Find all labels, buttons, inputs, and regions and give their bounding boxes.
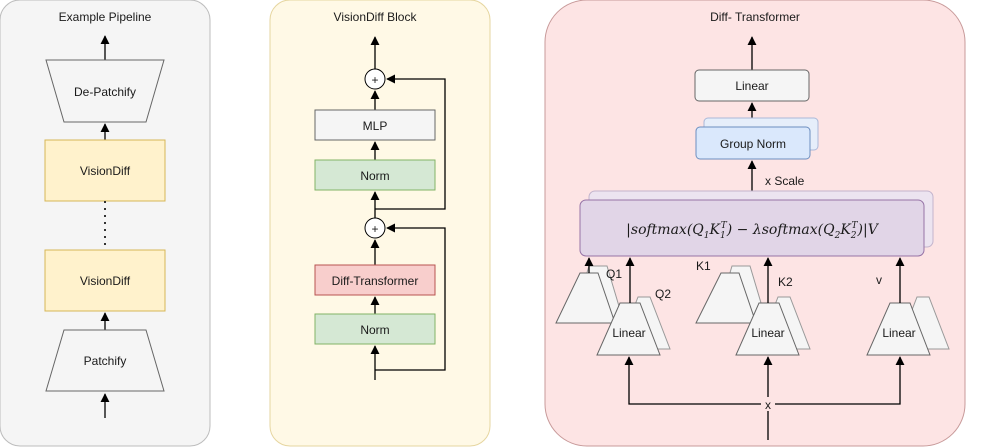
scale-label: x Scale	[765, 174, 805, 188]
linear-q-label: Linear	[612, 326, 645, 340]
k1-label: K1	[696, 259, 711, 273]
group-norm-label: Group Norm	[720, 137, 786, 151]
adder-top-symbol: +	[371, 73, 378, 87]
q1-label: Q1	[606, 267, 622, 281]
linear-k-label: Linear	[751, 326, 784, 340]
visiondiff-block-title: VisionDiff Block	[334, 10, 418, 24]
k2-label: K2	[778, 275, 793, 289]
adder-bottom-symbol: +	[371, 222, 378, 236]
q2-label: Q2	[655, 287, 671, 301]
x-to-v-arrow	[768, 356, 905, 405]
visiondiff-bottom-block: VisionDiff	[44, 249, 166, 312]
diff-attention-formula: |softmax(Q1K1T) − λsoftmax(Q2K2T)|V	[626, 221, 880, 241]
pipeline-panel: Example Pipeline De-Patchify VisionDiff …	[0, 0, 211, 447]
diff-transformer-panel: Diff- Transformer Linear Group Norm x Sc…	[544, 0, 966, 447]
residual-connection-top	[375, 74, 446, 210]
diff-transformer-label: Diff-Transformer	[332, 274, 419, 288]
mlp-block: MLP	[314, 109, 436, 141]
visiondiff-block-panel: VisionDiff Block + MLP Norm +	[269, 0, 491, 447]
visiondiff-top-block: VisionDiff	[44, 139, 166, 202]
depatchify-label: De-Patchify	[74, 85, 136, 99]
linear-v-label: Linear	[882, 326, 915, 340]
query-projection-group: Q1 Linear Q2	[555, 257, 671, 356]
input-x-routing: x	[624, 356, 905, 440]
linear-output-label: Linear	[735, 79, 768, 93]
x-label-bg	[761, 397, 775, 411]
v-label: v	[876, 273, 882, 287]
visiondiff-top-label: VisionDiff	[80, 164, 131, 178]
x-to-q-arrow	[624, 356, 768, 405]
mlp-label: MLP	[363, 119, 388, 133]
norm-top-block: Norm	[314, 159, 436, 191]
group-norm-block: Group Norm	[695, 117, 819, 160]
value-projection-group: Linear v	[866, 257, 950, 356]
linear-output-block: Linear	[694, 69, 810, 102]
patchify-block: Patchify	[45, 329, 165, 392]
pipeline-title: Example Pipeline	[59, 10, 152, 24]
adder-bottom: +	[364, 217, 386, 239]
depatchify-block: De-Patchify	[45, 59, 165, 123]
diff-transformer-block: Diff-Transformer	[314, 264, 436, 296]
norm-bottom-block: Norm	[314, 313, 436, 345]
norm-bottom-label: Norm	[360, 323, 389, 337]
adder-top: +	[364, 68, 386, 90]
diff-attention-block: |softmax(Q1K1T) − λsoftmax(Q2K2T)|V	[579, 190, 934, 257]
norm-top-label: Norm	[360, 169, 389, 183]
residual-connection-bottom	[375, 223, 446, 371]
key-projection-group: K1 Linear K2	[695, 257, 811, 356]
input-x-label: x	[765, 398, 771, 412]
visiondiff-bottom-label: VisionDiff	[80, 274, 131, 288]
diff-transformer-title: Diff- Transformer	[710, 10, 800, 24]
patchify-label: Patchify	[84, 354, 127, 368]
